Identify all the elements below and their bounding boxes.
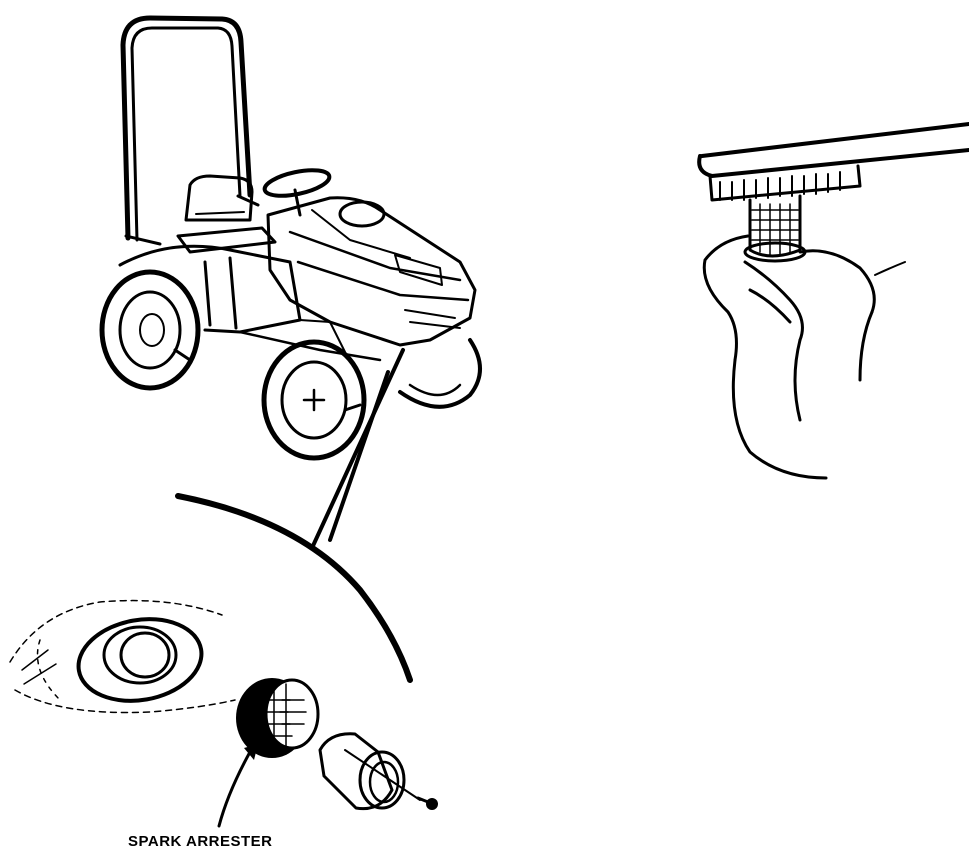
callout-arrow [219, 744, 258, 826]
arrester-screen-held [745, 196, 805, 261]
detail-leader [178, 350, 410, 680]
muffler-outlet [72, 610, 208, 710]
spark-arrester-screen [236, 678, 318, 758]
spark-arrester-label: SPARK ARRESTER [128, 833, 273, 850]
rollover-bar [123, 18, 258, 244]
hand [704, 236, 905, 478]
wire-brush [699, 124, 969, 200]
muffler-detail [10, 601, 438, 826]
brush-cleaning-illustration [699, 124, 969, 478]
retaining-screw [418, 798, 438, 810]
rear-wheel [102, 272, 198, 388]
deflector-cap [320, 734, 420, 809]
front-wheel-far [400, 340, 480, 407]
tractor-illustration [102, 18, 480, 458]
front-wheel-near [264, 342, 364, 458]
tractor-hood [268, 198, 475, 345]
tractor-seat [178, 176, 275, 252]
